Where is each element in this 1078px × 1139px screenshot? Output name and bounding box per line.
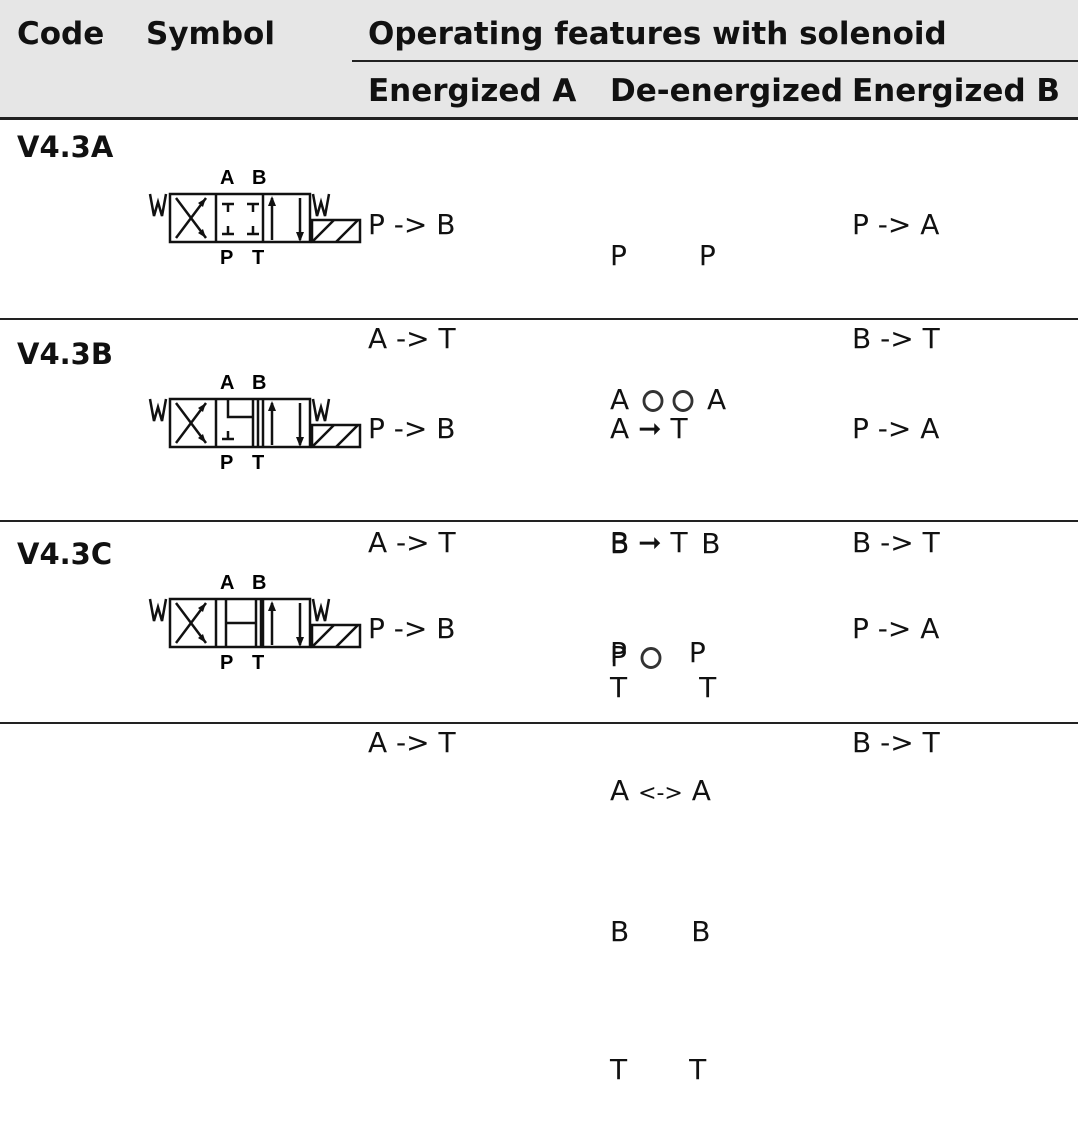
port-p-label: P — [220, 247, 233, 269]
cell-text: T — [689, 1053, 707, 1086]
cell-text: A — [706, 383, 727, 416]
header-symbol: Symbol — [146, 16, 275, 52]
port-a-label: A — [220, 167, 234, 189]
cell-text: B -> T — [852, 322, 940, 355]
port-t-label: T — [252, 452, 264, 474]
cell-text: <-> — [638, 781, 683, 806]
cell-text: P -> A — [852, 208, 940, 241]
cell-text: A — [610, 774, 630, 807]
row-divider — [0, 722, 1078, 724]
port-t-label: T — [252, 652, 264, 674]
cell-text: B — [610, 527, 630, 560]
cell-text: A -> T — [368, 526, 456, 559]
energized-b-cell: P -> A B -> T — [852, 130, 940, 396]
cell-text: A — [610, 383, 630, 416]
header-operating-features: Operating features with solenoid — [368, 16, 947, 52]
valve-symbol-v4-3c: A B P T — [148, 572, 362, 674]
cell-text: P -> A — [852, 612, 940, 645]
cell-text: A -> T — [368, 726, 456, 759]
check-valve-icon — [672, 390, 694, 412]
cell-text: P — [610, 636, 627, 669]
port-a-label: A — [220, 572, 234, 594]
cell-text: T — [699, 671, 717, 704]
energized-a-cell: P -> B A -> T — [368, 334, 456, 600]
de-energized-cell: A ➞ T B ➞ T P — [610, 334, 688, 714]
header-subdivider — [352, 60, 1078, 62]
port-a-label: A — [220, 372, 234, 394]
port-p-label: P — [220, 452, 233, 474]
right-arrow-icon: ➞ — [638, 526, 662, 559]
cell-text: P — [610, 239, 627, 272]
header-code: Code — [17, 16, 105, 52]
cell-text: A — [610, 412, 630, 445]
row-divider — [0, 318, 1078, 320]
energized-a-cell: P -> B A -> T — [368, 130, 456, 396]
cell-text: A — [691, 774, 711, 807]
header-energized-b: Energized B — [852, 73, 1061, 109]
cell-text: B -> T — [852, 526, 940, 559]
valve-symbol-v4-3a: A B P T — [148, 167, 362, 269]
cell-text: T — [670, 412, 688, 445]
cell-text: P — [688, 636, 706, 669]
cell-text: P — [610, 640, 627, 673]
energized-b-cell: P -> A B -> T — [852, 334, 940, 600]
row-code: V4.3B — [17, 337, 113, 371]
cell-text: B -> T — [852, 726, 940, 759]
energized-b-cell: P -> A B -> T — [852, 534, 940, 800]
cell-text: B — [610, 915, 630, 948]
cell-text: B — [691, 915, 711, 948]
port-p-label: P — [220, 652, 233, 674]
cell-text: B — [610, 526, 630, 559]
cell-text: T — [610, 1053, 628, 1086]
cell-text: T — [610, 671, 628, 704]
port-t-label: T — [252, 247, 264, 269]
energized-a-cell: P -> B A -> T — [368, 534, 456, 800]
table-header — [0, 0, 1078, 118]
row-divider — [0, 520, 1078, 522]
check-valve-icon — [642, 390, 664, 412]
cell-text: B — [701, 527, 721, 560]
cell-text: P — [698, 239, 716, 272]
cell-text: P -> B — [368, 208, 456, 241]
header-de-energized: De-energized — [610, 73, 844, 109]
valve-symbol-v4-3b: A B P T — [148, 372, 362, 474]
cell-text: T — [670, 526, 688, 559]
port-b-label: B — [252, 167, 266, 189]
check-valve-icon — [640, 647, 662, 669]
header-energized-a: Energized A — [368, 73, 577, 109]
header-bottom-divider — [0, 117, 1078, 120]
cell-text: P -> B — [368, 412, 456, 445]
cell-text: A -> T — [368, 322, 456, 355]
row-code: V4.3A — [17, 130, 114, 164]
port-b-label: B — [252, 372, 266, 394]
cell-text: P -> A — [852, 412, 940, 445]
right-arrow-icon: ➞ — [638, 412, 662, 445]
port-b-label: B — [252, 572, 266, 594]
cell-text: P -> B — [368, 612, 456, 645]
row-code: V4.3C — [17, 537, 113, 571]
